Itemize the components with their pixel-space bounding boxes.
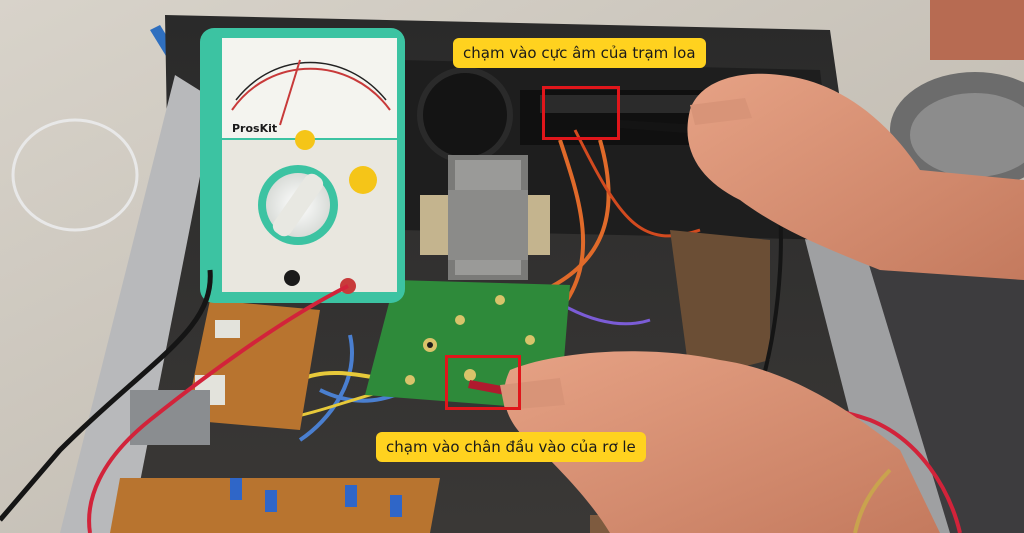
multimeter: ProsKit — [200, 28, 405, 303]
brick-corner — [930, 0, 1024, 60]
meter-brand-logo: ProsKit — [232, 122, 277, 135]
black-probe-cable — [0, 269, 213, 522]
orange-wire — [558, 139, 586, 312]
chassis-right-rail — [800, 220, 950, 533]
red-probe-cable — [87, 284, 349, 533]
speaker-negative-terminal-marker — [542, 86, 620, 140]
chassis-left-rail — [60, 75, 215, 533]
relay-input-pin-marker — [445, 355, 521, 410]
bracelet — [853, 468, 892, 533]
floor-wire-loop — [11, 118, 139, 232]
right-pcb — [670, 230, 770, 380]
upper-hand — [687, 73, 1024, 280]
lower-hand — [504, 351, 940, 533]
speaker-terminal-callout: chạm vào cực âm của trạm loa — [453, 38, 706, 68]
heatsink — [130, 390, 210, 445]
relay-pin-callout: chạm vào chân đầu vào của rơ le — [376, 432, 646, 462]
toroid-coil — [417, 67, 513, 163]
